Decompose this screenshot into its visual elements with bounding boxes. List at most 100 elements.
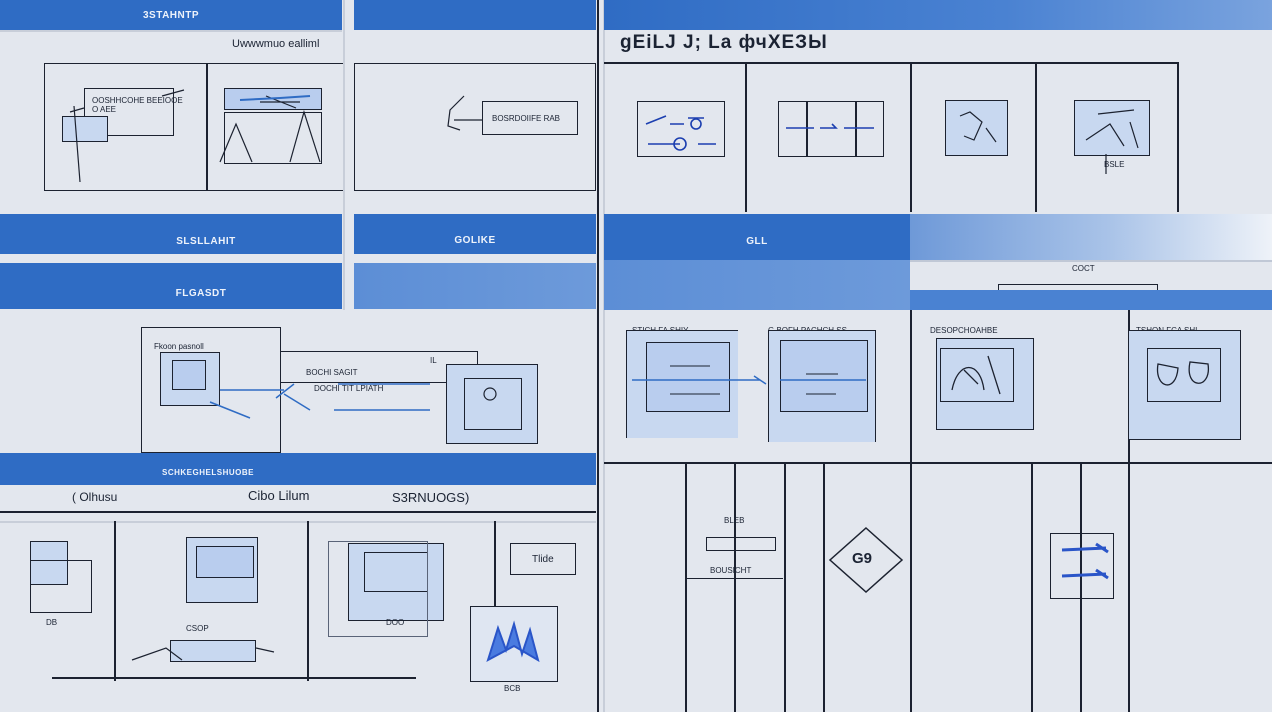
thumbnail (328, 541, 428, 637)
divider (0, 30, 342, 32)
frame-divider (206, 63, 208, 191)
bracket (998, 284, 1158, 294)
grid-line (784, 462, 786, 712)
circuit-icon (645, 115, 716, 151)
row3-mid-band (354, 263, 596, 309)
thumbnail (646, 342, 730, 412)
row3-far-right-band (910, 290, 1272, 310)
connector-box (685, 523, 783, 579)
thumbnail (172, 360, 206, 390)
bottom-left-note: DOO (386, 618, 405, 627)
thumbnail (940, 348, 1014, 402)
bottom-right-note: BOUSICHT (710, 566, 752, 575)
row3-left-band: FLGASDT (0, 263, 342, 309)
bottom-left-note: CSOP (186, 624, 209, 633)
bottom-left-col1: ( Olhusu (72, 490, 118, 504)
diamond-label: G9 (852, 550, 873, 567)
row2-mid-band: GOLIKE (354, 214, 596, 254)
thumbnail (1050, 533, 1114, 599)
row3-left-band-label: FLGASDT (175, 287, 227, 299)
top-mid-callout-box (482, 101, 578, 135)
grid-line (685, 462, 687, 712)
column-separator (597, 0, 599, 712)
divider (604, 462, 1272, 464)
row2-mid-band-label: GOLIKE (454, 234, 496, 246)
row2-left-band: SLSLLAHIT (0, 214, 342, 254)
top-right-sublabel: BSLE (1104, 160, 1125, 169)
grid-line (1128, 462, 1130, 712)
bottom-left-tag: Tlide (532, 554, 554, 565)
divider (604, 62, 1178, 64)
top-mid-frame (354, 63, 596, 191)
sketch-icon (1085, 109, 1139, 174)
mid-left-bottom-band: SCHKEGHELSHUOBE (0, 453, 596, 485)
grid-line (745, 62, 747, 212)
thumbnail (446, 364, 538, 444)
table-col (114, 521, 116, 681)
table-rule (0, 511, 596, 513)
thumbnail (196, 546, 254, 578)
small-box (706, 537, 776, 551)
arrow-icon (1061, 542, 1109, 580)
bottom-left-note: DB (46, 618, 58, 627)
sketch-icon (951, 355, 1001, 395)
row3-right-label: COCT (1072, 264, 1095, 273)
scribble-icon (486, 620, 540, 663)
thumbnail (637, 101, 725, 157)
thumbnail (30, 541, 68, 585)
table-col (494, 521, 496, 681)
grid-line (1128, 310, 1130, 462)
grid-line (734, 462, 736, 712)
grid-line (1177, 62, 1179, 212)
thumbnail (1147, 348, 1221, 402)
flow-arrows (632, 365, 866, 395)
top-left-band: 3STAHNTP (0, 0, 342, 30)
mid-left-bottom-band-label: SCHKEGHELSHUOBE (162, 467, 254, 477)
grid-line (823, 462, 825, 712)
bottom-left-col3: S3RNUOGS) (392, 490, 470, 505)
mid-left-callout-d: IL (430, 356, 437, 365)
sketch-icon (959, 111, 997, 143)
row2-far-right-band (910, 214, 1272, 260)
table-rule (52, 677, 416, 679)
mid-left-callout-c: DOCHI TIT LPIATH (314, 384, 384, 393)
row3-right-band (604, 260, 910, 310)
mid-left-callout-b: BOCHI SAGIT (306, 368, 358, 377)
sketch-arrow (131, 647, 275, 661)
sketch-arrow (69, 89, 185, 183)
callout-text: OOSHHCOHE BEEIOOE O AEE (92, 96, 183, 114)
top-left-band-label: 3STAHNTP (142, 9, 200, 21)
grid-line (855, 101, 857, 157)
bottom-right-note: BLEB (724, 516, 745, 525)
thumbnail (780, 340, 868, 412)
tag-box (510, 543, 576, 575)
bottom-left-col2: Cibo Lilum (248, 488, 310, 503)
thumbnail (62, 116, 108, 142)
row2-right-band: GLL (604, 214, 910, 260)
column-separator (603, 0, 605, 712)
callout-box (84, 88, 174, 136)
top-right-band (604, 0, 1272, 30)
top-right-title: gEiLJ J; Lа фчХЕЗЫ (620, 32, 828, 53)
grid-line (1035, 62, 1037, 212)
thumbnail (224, 112, 322, 164)
thumbnail (464, 378, 522, 430)
grid-line (910, 62, 912, 212)
diamond-icon (828, 526, 904, 594)
table-rule (0, 521, 596, 523)
table-col (307, 521, 309, 681)
grid-line (910, 462, 912, 712)
thumbnail (778, 101, 884, 157)
row2-right-band-label: GLL (746, 235, 768, 247)
grid-line (910, 310, 912, 462)
thumbnail (936, 338, 1034, 430)
divider (910, 260, 1272, 262)
top-left-subtitle: Uwwwmuo ealliml (232, 38, 320, 50)
top-mid-callout: BOSRDOIIFE RAB (492, 114, 561, 123)
thumbnail (945, 100, 1008, 156)
thumbnail (30, 560, 92, 613)
grid-line (1080, 462, 1082, 712)
mid-right-label: DESOPCHOAHBE (930, 326, 998, 335)
arrow-icon (786, 123, 874, 129)
bottom-left-note: BCB (504, 684, 521, 693)
